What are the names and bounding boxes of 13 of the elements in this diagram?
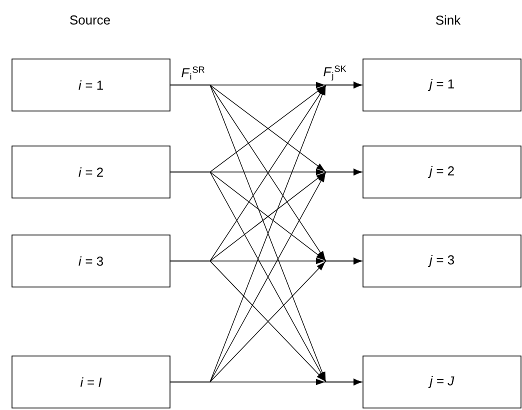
process-box: i = 3: [12, 234, 170, 288]
process-box: j = 2: [362, 146, 522, 198]
process-box: j = 1: [362, 58, 522, 112]
process-box: i = 1: [12, 58, 170, 112]
process-box: i = 2: [12, 146, 170, 198]
process-box: j = 3: [362, 234, 522, 288]
process-box: j = J: [362, 356, 522, 408]
flow-label: F$_{j}$SK: [324, 66, 346, 80]
flow-label: F$_{i}$SR: [182, 66, 204, 80]
column-heading: Sink: [436, 15, 461, 25]
column-heading: Source: [70, 15, 110, 25]
arrow: [170, 378, 362, 386]
process-box: i = I: [12, 356, 170, 408]
